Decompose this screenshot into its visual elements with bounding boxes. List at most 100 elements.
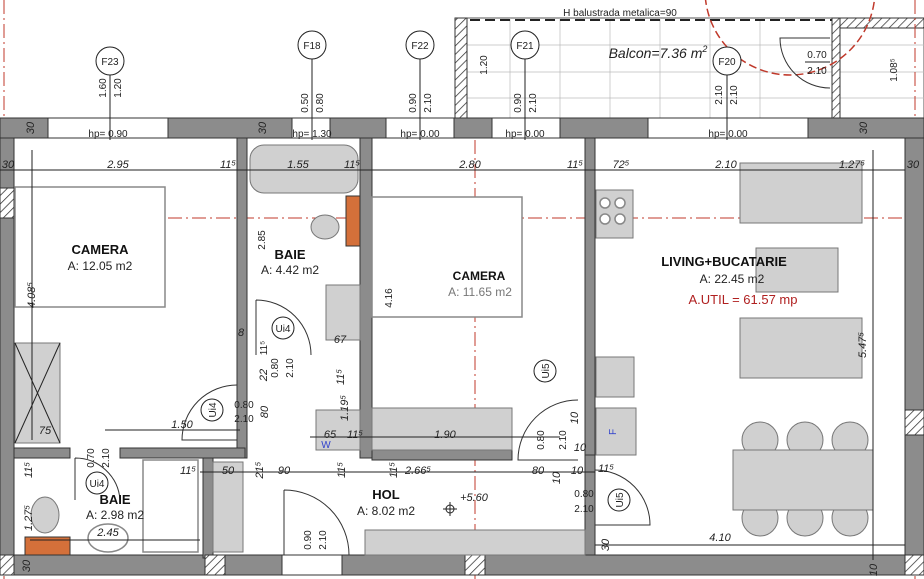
dim: 11⁵ xyxy=(180,465,196,477)
dim: 2.95 xyxy=(106,159,129,171)
balcony: H balustrada metalica=90 Balcon=7.36 m2 … xyxy=(454,0,924,119)
window-f20[interactable]: F20 2.10 2.10 hp= 0.00 xyxy=(647,46,809,140)
dim: 10 xyxy=(569,411,581,424)
door-bath-2[interactable]: Ui4 0.70 2.10 xyxy=(74,448,121,501)
dining-table xyxy=(732,449,874,511)
dim: 10 xyxy=(574,442,587,454)
dim: 11⁵ xyxy=(567,159,583,171)
door-tag: Ui4 xyxy=(89,479,104,490)
window-sill-height: hp= 0.90 xyxy=(88,129,128,140)
dim: 10 xyxy=(571,465,584,477)
balcony-door-width: 0.70 xyxy=(807,50,827,61)
room-labels: CAMERA A: 12.05 m2 BAIE A: 4.42 m2 CAMER… xyxy=(68,242,798,522)
dim: 1.27⁵ xyxy=(839,159,865,171)
dim: 11⁵ xyxy=(259,341,270,356)
door-height: 2.10 xyxy=(234,414,254,425)
railing-note: H balustrada metalica=90 xyxy=(563,8,677,19)
dim: 1.55 xyxy=(287,159,309,171)
room-area: A: 4.42 m2 xyxy=(261,263,319,277)
door-tag: Ui5 xyxy=(541,363,552,378)
sofa xyxy=(739,162,863,224)
door-bath-1[interactable]: Ui4 0.80 2.10 xyxy=(255,299,312,378)
kitchen-sink xyxy=(595,356,635,398)
dim: 11⁵ xyxy=(220,159,236,171)
window-width: 0.90 xyxy=(408,93,419,113)
installation-shaft xyxy=(345,195,361,247)
dim: 11⁵ xyxy=(336,462,348,478)
dim: 1.27⁵ xyxy=(23,505,35,531)
door-tag: Ui4 xyxy=(208,402,219,417)
room-name: LIVING+BUCATARIE xyxy=(661,254,787,269)
dim: 30 xyxy=(2,159,15,171)
door-living[interactable]: Ui5 0.80 2.10 xyxy=(574,469,651,526)
window-f23[interactable]: F23 1.60 1.20 hp= 0.90 xyxy=(47,46,169,140)
dim: 5.47⁵ xyxy=(857,332,869,358)
level-mark: +5.60 xyxy=(460,492,489,504)
bed xyxy=(371,196,523,318)
dim: 30 xyxy=(25,121,37,134)
door-room-2[interactable]: Ui5 0.80 2.10 xyxy=(517,359,579,461)
dim: 30 xyxy=(21,559,33,572)
dim: 10 xyxy=(551,471,563,484)
room-area: A: 8.02 m2 xyxy=(357,504,415,518)
window-tag: F22 xyxy=(411,41,429,52)
coffee-table xyxy=(755,247,839,293)
dim: 2.80 xyxy=(458,159,481,171)
dim: 67 xyxy=(334,334,347,346)
door-width: 0.90 xyxy=(303,530,314,550)
window-tag: F21 xyxy=(516,41,534,52)
balcony-depth-right: 1.08⁵ xyxy=(889,58,900,82)
balcony-depth-left: 1.20 xyxy=(479,55,490,75)
door-tag: Ui5 xyxy=(615,492,626,507)
dim: 30 xyxy=(907,159,920,171)
dim: 50 xyxy=(222,465,235,477)
dimensions-wall: 30 30 30 30 30 30 xyxy=(21,121,920,572)
door-room-1[interactable]: Ui4 0.80 2.10 xyxy=(181,384,254,441)
dim: 80 xyxy=(259,405,271,418)
door-tag: Ui4 xyxy=(275,324,290,335)
door-width: 0.80 xyxy=(574,489,594,500)
dim: 65 xyxy=(324,429,337,441)
dimensions-hall: 50 21⁵ 90 11⁵ 11⁵ 2.66⁵ 80 10 10 11⁵ 11⁵… xyxy=(180,411,614,484)
room-name: HOL xyxy=(372,487,400,502)
window-f18[interactable]: F18 0.50 0.80 hp= 1.30 xyxy=(291,30,332,140)
level-marker-icon xyxy=(443,502,457,516)
washer-label: W xyxy=(321,440,331,451)
dim: 4.08⁵ xyxy=(26,282,38,308)
door-height: 2.10 xyxy=(558,430,569,450)
door-swing-arc xyxy=(704,0,876,76)
door-height: 2.10 xyxy=(574,504,594,515)
dim: 22 xyxy=(258,369,270,382)
dim: 11⁵ xyxy=(344,159,360,171)
dim: 90 xyxy=(278,465,291,477)
dim: 1.90 xyxy=(434,429,456,441)
window-f22[interactable]: F22 0.90 2.10 hp= 0.00 xyxy=(385,30,455,140)
window-width: 0.90 xyxy=(513,93,524,113)
room-area: A: 2.98 m2 xyxy=(86,508,144,522)
door-width: 0.80 xyxy=(536,430,547,450)
door-width: 0.80 xyxy=(270,358,281,378)
dim: 11⁵ xyxy=(598,463,614,475)
window-height: 2.10 xyxy=(423,93,434,113)
entrance-door[interactable]: 0.90 2.10 xyxy=(283,489,350,556)
bathtub xyxy=(249,144,359,194)
fridge-label: F xyxy=(608,429,619,435)
room-area: A: 11.65 m2 xyxy=(448,285,512,299)
dimension-lines xyxy=(0,150,905,560)
door-height: 2.10 xyxy=(101,448,112,468)
window-f21[interactable]: F21 0.90 2.10 hp= 0.00 xyxy=(491,30,561,140)
dim: 30 xyxy=(257,121,269,134)
window-sill-height: hp= 1.30 xyxy=(292,129,332,140)
dim: 1.19⁵ xyxy=(339,395,351,421)
room-area: A: 12.05 m2 xyxy=(68,259,133,273)
balcony-area: Balcon=7.36 m2 xyxy=(609,44,708,61)
dim: 11⁵ xyxy=(347,429,363,441)
dim: 2.10 xyxy=(714,159,737,171)
balcony-door[interactable] xyxy=(779,37,831,89)
window-width: 2.10 xyxy=(714,85,725,105)
window-sill-height: hp= 0.00 xyxy=(708,129,748,140)
dim: 11⁵ xyxy=(335,369,347,385)
washer xyxy=(315,409,361,451)
stove xyxy=(595,189,634,239)
